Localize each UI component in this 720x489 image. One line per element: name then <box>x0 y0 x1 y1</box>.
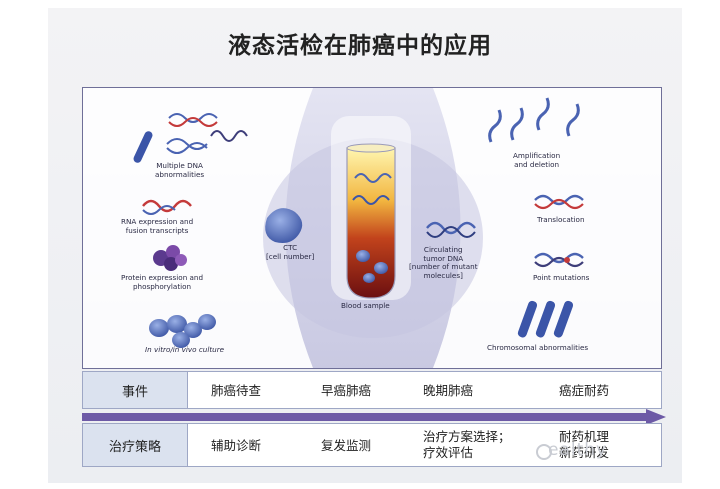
strategy-cell: 治疗方案选择；疗效评估 <box>423 429 511 460</box>
label-blood-sample: Blood sample <box>341 301 390 310</box>
timeline-arrow <box>82 409 666 425</box>
blood-tube <box>331 116 411 300</box>
right-fan <box>433 88 661 368</box>
events-row: 事件 肺癌待查 早癌肺癌 晚期肺癌 癌症耐药 <box>82 371 662 409</box>
label-culture: In vitro/in vivo culture <box>145 345 225 354</box>
strategy-header: 治疗策略 <box>83 424 188 466</box>
label-translocation: Translocation <box>537 215 585 224</box>
translocation-icon <box>534 194 584 210</box>
ctc-cell <box>265 208 303 243</box>
protein-icon <box>153 245 187 271</box>
chromosome-icons <box>517 300 574 338</box>
strategy-cell: 复发监测 <box>321 438 372 453</box>
event-cell: 癌症耐药 <box>559 383 610 398</box>
amplification-icons <box>488 97 580 143</box>
strategy-cell: 辅助诊断 <box>211 438 262 453</box>
diagram-artwork <box>83 88 661 368</box>
event-cell: 早癌肺癌 <box>321 383 372 398</box>
watermark-icon <box>536 444 552 460</box>
rna-icon <box>142 199 192 215</box>
events-header: 事件 <box>83 372 188 408</box>
point-mutation-icon <box>534 252 584 268</box>
strategy-row: 治疗策略 辅助诊断 复发监测 治疗方案选择；疗效评估 耐药机理新药研发 <box>82 423 662 467</box>
timeline-table: 事件 肺癌待查 早癌肺癌 晚期肺癌 癌症耐药 治疗策略 辅助诊断 复发监测 治疗… <box>82 371 666 481</box>
event-cell: 晚期肺癌 <box>423 383 474 398</box>
label-chromosomal: Chromosomal abnormalities <box>487 343 589 352</box>
watermark: ealthy <box>548 440 608 460</box>
ctdna-strand <box>426 221 476 235</box>
culture-cells-icon <box>149 314 216 348</box>
page-title: 液态活检在肺癌中的应用 <box>228 32 492 59</box>
event-cell: 肺癌待查 <box>211 383 262 398</box>
label-ctc: CTC[cell number] <box>266 243 315 261</box>
label-point-mutations: Point mutations <box>533 273 590 282</box>
dna-icons-left <box>133 113 248 163</box>
strategy-cell: 耐药机理新药研发 <box>559 429 610 460</box>
